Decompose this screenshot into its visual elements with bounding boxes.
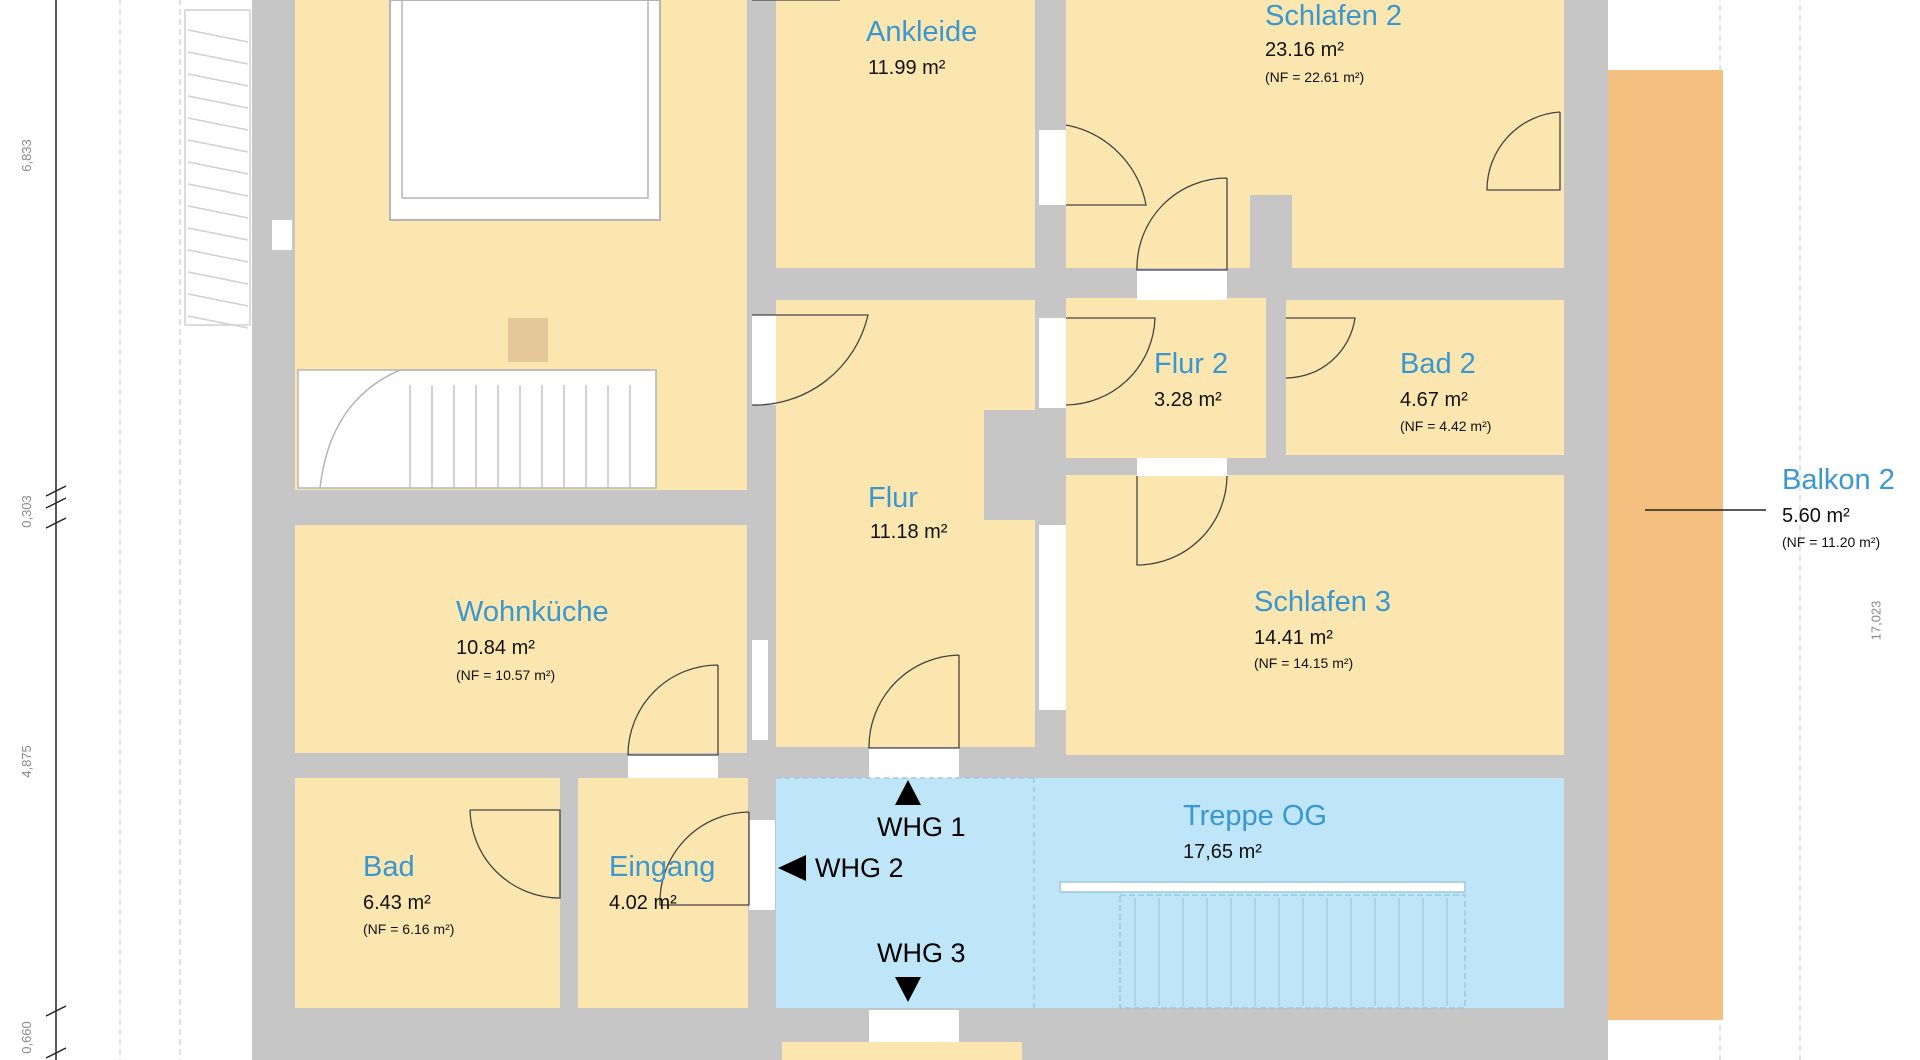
arrow-up-icon: [895, 780, 921, 805]
schlafen2-label: Schlafen 2: [1265, 0, 1403, 32]
whg3-label: WHG 3: [877, 938, 966, 968]
dimension-label-4: 0,660: [18, 1021, 34, 1054]
balkon2-nf: (NF = 11.20 m²): [1782, 534, 1881, 550]
left-stair: [297, 369, 657, 489]
wohnung-arrows: [778, 780, 921, 1002]
wohnkueche-label: Wohnküche: [456, 596, 609, 628]
exterior-stair: [184, 9, 251, 329]
dimension-label-3: 4,875: [18, 745, 34, 778]
door-swings: [469, 0, 1561, 906]
bad-nf: (NF = 6.16 m²): [363, 921, 455, 937]
main-stair: [1059, 881, 1466, 1009]
flur2-label: Flur 2: [1154, 348, 1229, 380]
dimension-line: [45, 0, 67, 1060]
bad-area: 6.43 m²: [363, 892, 431, 914]
bad2-label: Bad 2: [1400, 348, 1476, 380]
wohnkueche-nf: (NF = 10.57 m²): [456, 667, 556, 683]
schlafen3-area: 14.41 m²: [1254, 627, 1333, 649]
room-eingang: [578, 778, 748, 1008]
room-flur2: [1066, 298, 1266, 458]
arrow-left-icon: [778, 855, 806, 881]
whg2-label: WHG 2: [815, 853, 904, 883]
room-bottom-stub: [782, 1042, 1022, 1060]
room-ankleide: [776, 0, 1035, 268]
wohnkueche-area: 10.84 m²: [456, 637, 535, 659]
bad2-nf: (NF = 4.42 m²): [1400, 418, 1492, 434]
bad-label: Bad: [363, 851, 415, 883]
stair-hall: [776, 778, 1564, 1008]
room-wohnkueche: [295, 525, 747, 753]
dimension-label-1: 6,833: [18, 139, 34, 172]
arrow-down-icon: [895, 977, 921, 1002]
balcony: [1608, 70, 1723, 1020]
balkon2-label: Balkon 2: [1782, 464, 1895, 496]
openings: [272, 130, 1227, 1042]
schlafen2-area: 23.16 m²: [1265, 39, 1344, 61]
flur-area: 11.18 m²: [870, 521, 948, 543]
bad2-area: 4.67 m²: [1400, 389, 1468, 411]
treppe-label: Treppe OG: [1183, 800, 1327, 832]
left-stair-treads: [409, 385, 631, 488]
eingang-area: 4.02 m²: [609, 892, 677, 914]
ankleide-area: 11.99 m²: [868, 57, 946, 79]
schlafen3-label: Schlafen 3: [1254, 586, 1392, 618]
dimension-label-2: 0,303: [18, 495, 34, 528]
schlafen3-nf: (NF = 14.15 m²): [1254, 655, 1354, 671]
eingang-label: Eingang: [609, 851, 716, 883]
room-bad2: [1286, 300, 1564, 455]
room-schlafen3: [1066, 475, 1564, 755]
ankleide-label: Ankleide: [866, 16, 978, 48]
treppe-area: 17,65 m²: [1183, 841, 1262, 863]
room-bad: [295, 778, 560, 1008]
whg1-label: WHG 1: [877, 812, 966, 842]
room-flur: [776, 300, 1035, 747]
wall-details: [252, 0, 1608, 1060]
flur-label: Flur: [868, 482, 918, 514]
schlafen2-nf: (NF = 22.61 m²): [1265, 69, 1365, 85]
flur2-area: 3.28 m²: [1154, 389, 1222, 411]
skylight: [389, 0, 661, 362]
balkon2-area: 5.60 m²: [1782, 505, 1850, 527]
dimension-label-5: 17,023: [1868, 600, 1884, 641]
